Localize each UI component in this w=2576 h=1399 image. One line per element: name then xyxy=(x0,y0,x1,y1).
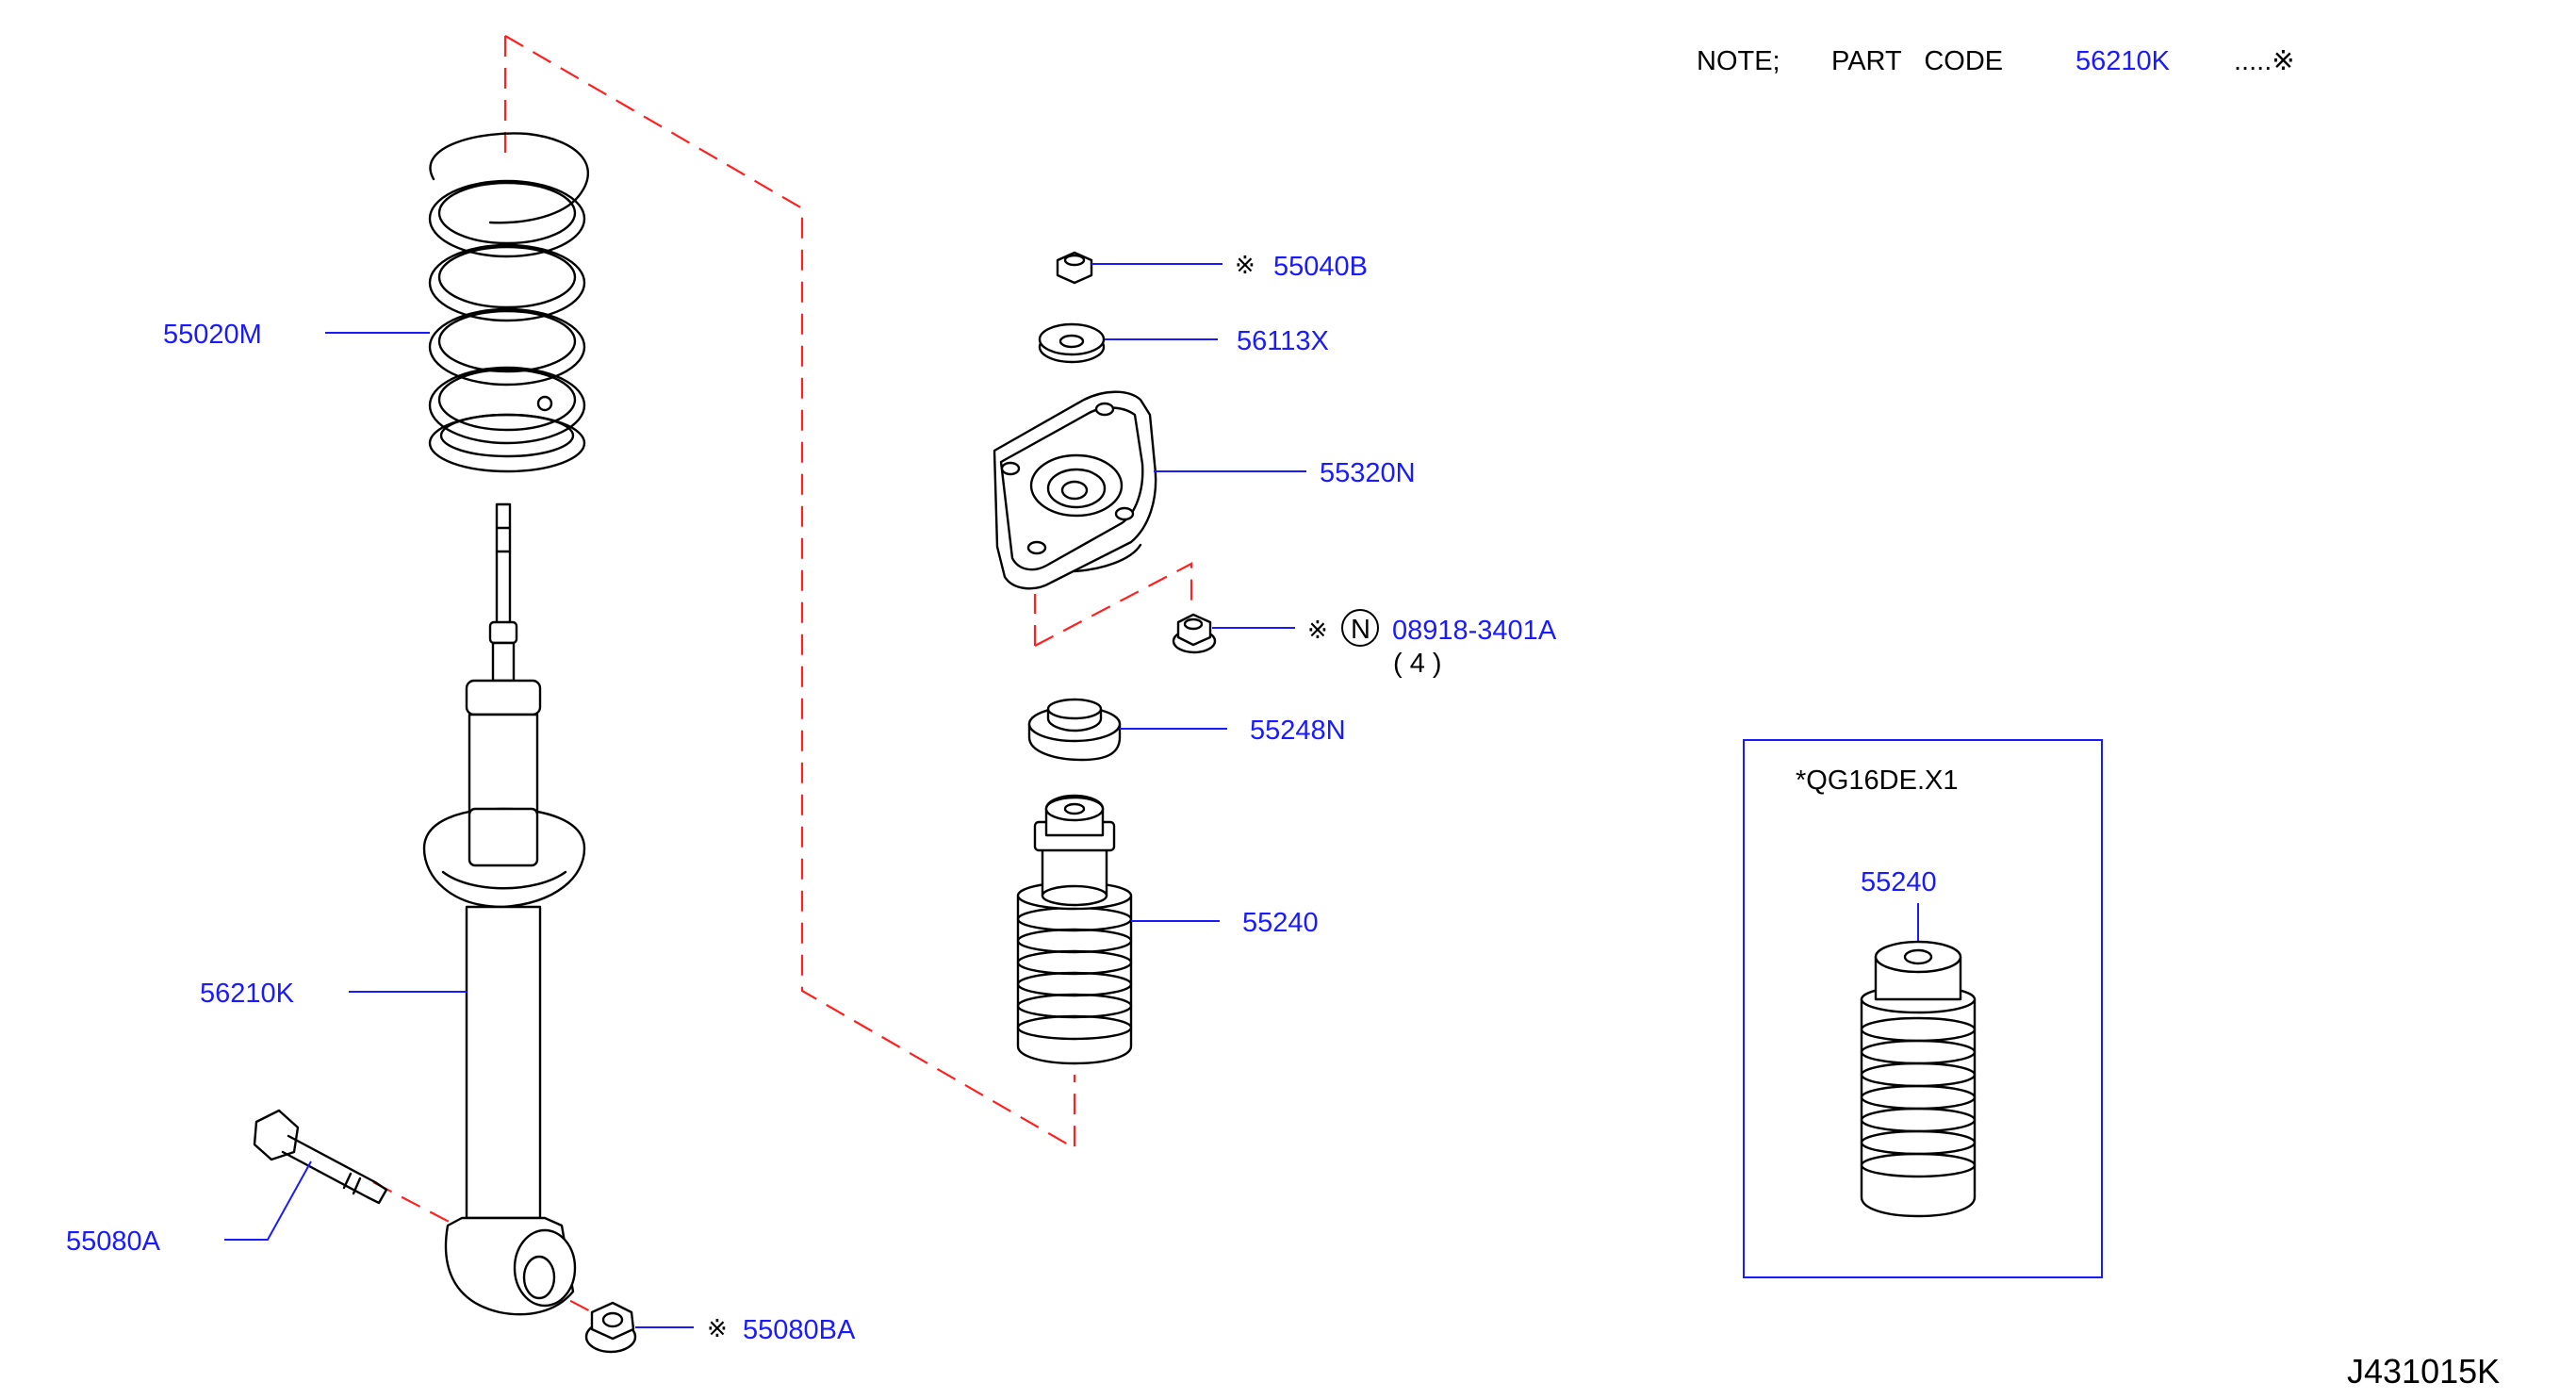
inset-part-label-bound-bumper[interactable]: 55240 xyxy=(1861,867,1937,897)
inset-bound-bumper-drawing xyxy=(1860,940,1977,1218)
part-quantity-flange-nut: ( 4 ) xyxy=(1393,649,1442,679)
note-marker: .....※ xyxy=(2234,46,2295,76)
part-label-mount[interactable]: 55320N xyxy=(1320,458,1416,488)
part-label-bump-seat[interactable]: 55248N xyxy=(1250,716,1346,746)
part-label-flange-nut[interactable]: 08918-3401A xyxy=(1392,616,1557,646)
leader-lines xyxy=(224,263,1919,1328)
inset-title: *QG16DE.X1 xyxy=(1796,765,1958,796)
diagram-code: J431015K xyxy=(2347,1352,2500,1391)
part-label-top-nut[interactable]: 55040B xyxy=(1273,252,1368,282)
asterisk-marker-top-nut: ※ xyxy=(1235,252,1255,280)
part-label-lower-nut[interactable]: 55080BA xyxy=(743,1315,856,1345)
asterisk-marker-flange-nut: ※ xyxy=(1307,617,1328,645)
asterisk-marker-lower-nut: ※ xyxy=(707,1315,728,1343)
bolt-drawing xyxy=(253,1109,388,1205)
part-label-absorber[interactable]: 56210K xyxy=(200,979,295,1009)
part-label-spring[interactable]: 55020M xyxy=(163,320,262,350)
coil-spring-drawing xyxy=(428,132,590,473)
note-part-code[interactable]: 56210K xyxy=(2076,46,2171,76)
n-circle-icon xyxy=(1341,609,1379,647)
part-label-bolt[interactable]: 55080A xyxy=(66,1226,161,1257)
n-circle-letter: N xyxy=(1351,615,1370,645)
strut-mount-drawing xyxy=(993,390,1157,590)
shock-absorber-drawing xyxy=(422,502,586,1316)
note-part-code-label: PART CODE xyxy=(1831,46,2003,76)
bound-bumper-drawing xyxy=(1016,794,1133,1065)
lower-nut-drawing xyxy=(584,1301,637,1354)
note-prefix: NOTE; xyxy=(1697,46,1780,76)
bump-seat-drawing xyxy=(1027,698,1122,762)
part-label-bound-bumper[interactable]: 55240 xyxy=(1242,908,1319,938)
flange-nut-drawing xyxy=(1172,613,1217,654)
top-nut-drawing xyxy=(1056,251,1093,285)
part-label-washer[interactable]: 56113X xyxy=(1237,326,1329,356)
washer-drawing xyxy=(1038,322,1106,364)
inset-frame xyxy=(1743,739,2103,1278)
